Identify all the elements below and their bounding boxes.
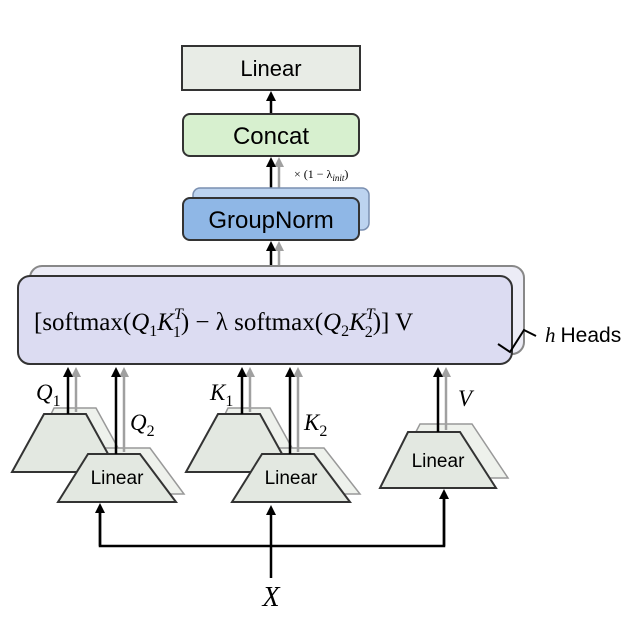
v-label: V [458,386,475,411]
k2-linear-trapezoid [230,453,352,503]
q2-linear-trapezoid [56,453,178,503]
x-input-label: X [261,582,280,613]
concat-label: Concat [233,123,309,150]
k2-label: K2 [303,410,327,440]
q2-label: Q2 [130,410,155,440]
linear-output-label: Linear [240,56,301,81]
scale-label: × (1 − λinit) [294,167,348,183]
v-linear-label: Linear [412,451,465,472]
q-projection-group: Linear Q1 Q2 [10,367,186,503]
k1-label: K1 [209,380,233,410]
q-linear-label: Linear [91,468,144,489]
linear-output-box: Linear [181,45,361,91]
brace-mark [497,328,537,354]
groupnorm-box: GroupNorm [182,187,370,241]
v-linear-trapezoid [378,431,498,489]
v-projection-group: Linear V [378,367,510,489]
concat-box: Concat [182,113,360,157]
k-linear-label: Linear [265,468,318,489]
input-distribution: X [95,489,449,613]
groupnorm-label: GroupNorm [208,207,333,234]
q1-label: Q1 [36,380,61,410]
k-projection-group: Linear K1 K2 [184,367,362,503]
